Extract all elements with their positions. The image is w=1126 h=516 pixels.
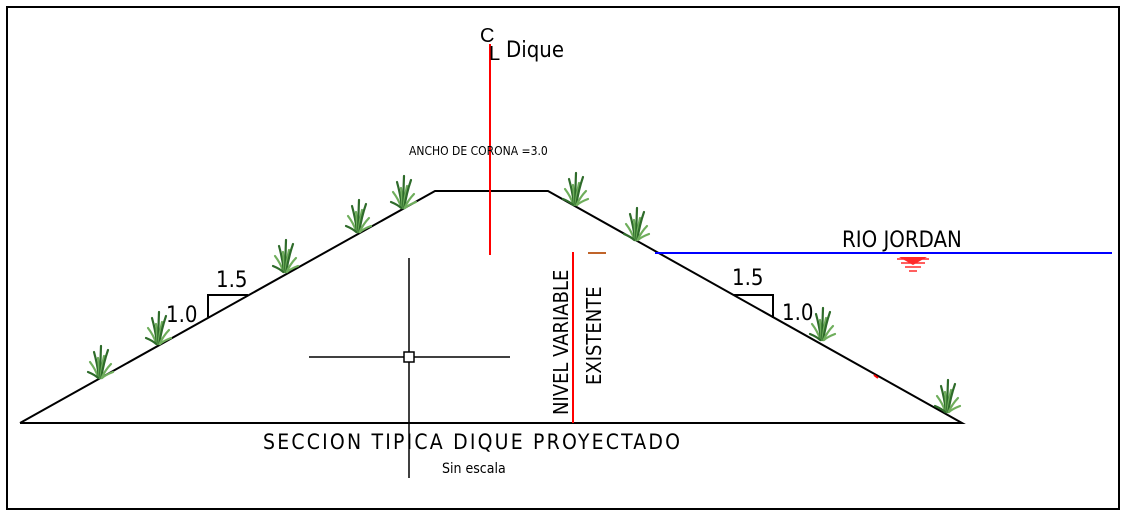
grass-tuft-icon: [144, 310, 173, 346]
slope-indicator-right: 1.5 1.0: [732, 266, 813, 326]
river-label: RIO JORDAN: [842, 228, 962, 253]
centerline-symbol-c: C: [480, 25, 494, 47]
slope-indicator-left: 1.5 1.0: [166, 268, 248, 328]
water-level-label-variable: NIVEL VARIABLE: [549, 270, 573, 415]
grass-tuft-icon: [933, 378, 962, 414]
grass-tuft-icon: [344, 198, 373, 234]
dike-outline: [19, 190, 966, 424]
vegetation-layer: [86, 171, 962, 414]
slope-right-vertical: 1.0: [782, 301, 813, 326]
grass-tuft-icon: [271, 238, 300, 274]
grass-tuft-icon: [622, 206, 651, 242]
centerline-label: Dique: [506, 38, 564, 63]
section-title: SECCION TIPICA DIQUE PROYECTADO: [263, 430, 682, 454]
water-level-label-existing: EXISTENTE: [582, 286, 606, 385]
slope-left-horizontal: 1.5: [216, 268, 247, 293]
grass-tuft-icon: [561, 171, 590, 207]
grass-tuft-icon: [86, 344, 115, 380]
water-level-symbol-icon: [897, 257, 929, 272]
slope-right-horizontal: 1.5: [732, 266, 763, 291]
slope-mark: [873, 374, 879, 379]
grass-tuft-icon: [808, 306, 837, 342]
centerline-symbol-l: L: [489, 43, 500, 65]
slope-left-vertical: 1.0: [166, 303, 197, 328]
drawing-frame: [6, 6, 1120, 510]
grass-tuft-icon: [389, 174, 418, 210]
crown-width-label: ANCHO DE CORONA =3.0: [409, 144, 548, 158]
cad-cursor-icon: [309, 258, 510, 478]
section-subtitle: Sin escala: [442, 461, 506, 477]
